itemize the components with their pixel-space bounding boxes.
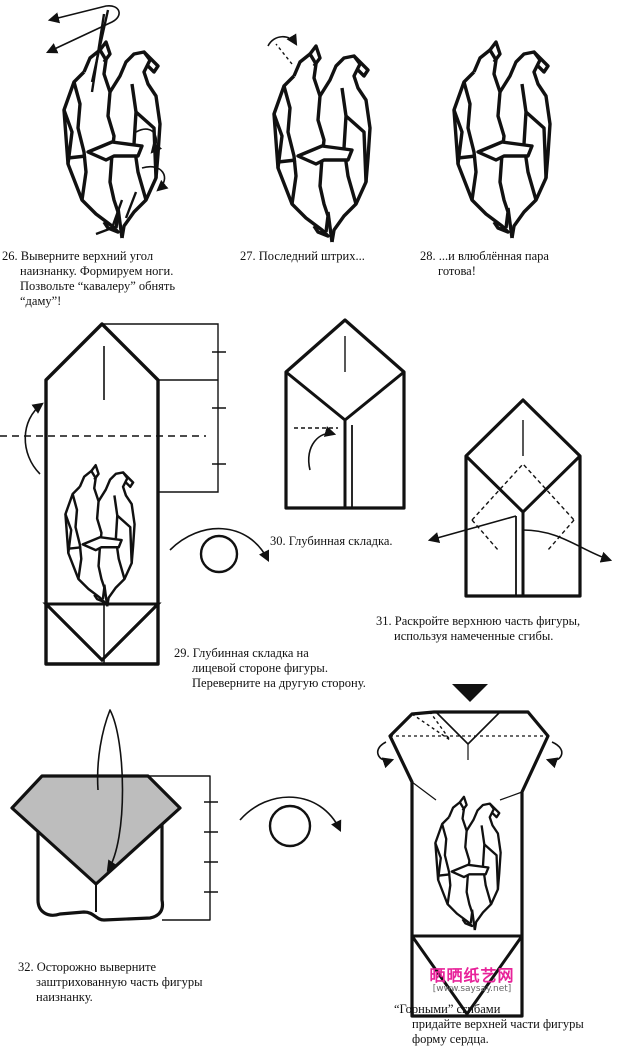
watermark-url: [www.saysay.net] — [432, 984, 512, 994]
turn-over-symbol-2 — [239, 796, 342, 848]
turn-over-symbol-1 — [169, 527, 270, 574]
watermark: 晒晒纸艺网 [www.saysay.net] — [412, 962, 532, 994]
figure-final — [376, 710, 563, 1018]
final-step-caption: “Горными” сгибами придайте верхней части… — [394, 1002, 584, 1046]
figure-26-couple — [62, 40, 162, 240]
step-27-caption: 27. Последний штрих... — [240, 249, 365, 263]
figure-27-couple — [272, 44, 372, 244]
step-31-caption: 31. Раскройте верхнюю часть фигуры, испо… — [376, 614, 581, 643]
step-28-caption: 28. ...и влюблённая пара готова! — [420, 249, 549, 278]
watermark-site-name: 晒晒纸艺网 — [429, 966, 515, 985]
step-30-caption: 30. Глубинная складка. — [270, 534, 393, 548]
push-arrow-icon — [452, 684, 488, 702]
figure-32 — [10, 709, 218, 922]
figure-29 — [0, 322, 226, 666]
figure-31 — [427, 398, 613, 598]
figure-30 — [284, 318, 406, 510]
step-29-caption: 29. Глубинная складка на лицевой стороне… — [174, 646, 366, 690]
figure-28-couple — [452, 40, 552, 240]
step-32-caption: 32. Осторожно выверните заштрихованную ч… — [18, 960, 203, 1004]
step-26-caption: 26. Выверните верхний угол наизнанку. Фо… — [2, 249, 176, 308]
